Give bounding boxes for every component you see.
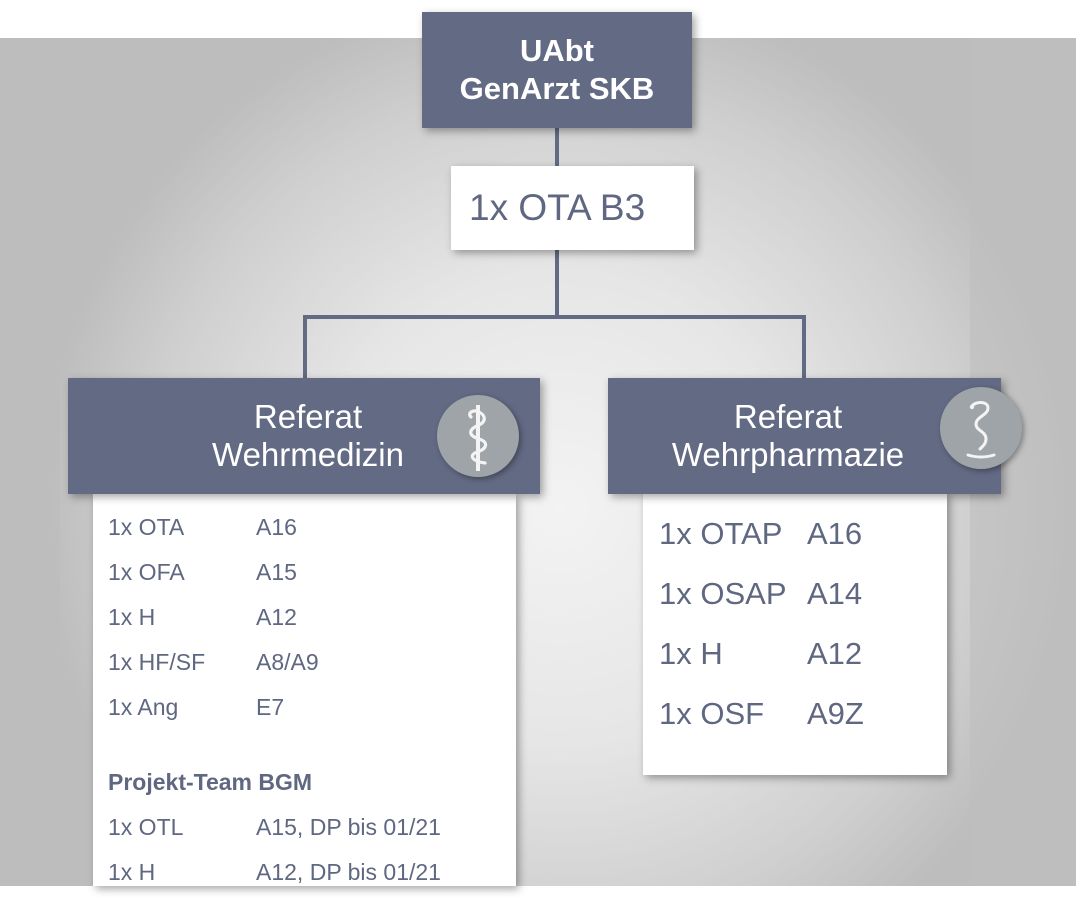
department-title-line2: Wehrpharmazie [671, 436, 905, 473]
connector-left-drop [303, 315, 307, 380]
row-grade: A8/A9 [256, 649, 319, 675]
row-grade: E7 [256, 694, 285, 720]
connector-staff-to-branch [555, 250, 559, 318]
department-header-wehrmedizin: Referat Wehrmedizin [68, 378, 540, 494]
list-row: 1x OSF A9Z [659, 696, 864, 732]
list-row: 1x OTA A16 [108, 514, 297, 541]
background-edge-left [0, 38, 60, 886]
org-head-line1: UAbt [519, 33, 595, 68]
row-grade: A12 [807, 636, 863, 671]
row-role: 1x OTA [108, 514, 185, 540]
connector-right-drop [802, 315, 806, 380]
row-role: 1x Ang [108, 694, 179, 720]
list-row: 1x H A12, DP bis 01/21 [108, 859, 441, 886]
department-title-line1: Referat [733, 398, 843, 435]
staff-box: 1x OTA B3 [451, 166, 694, 250]
staff-label: 1x OTA B3 [469, 187, 646, 228]
row-role: 1x HF/SF [108, 649, 206, 675]
org-head-line2: GenArzt SKB [459, 71, 655, 106]
connector-top-to-staff [555, 128, 559, 166]
department-title-line2: Wehrmedizin [212, 436, 404, 473]
row-grade: A15, DP bis 01/21 [256, 814, 441, 840]
list-row: 1x OFA A15 [108, 559, 297, 586]
list-row: 1x H A12 [108, 604, 297, 631]
department-title-line1: Referat [253, 398, 363, 435]
bowl-of-hygieia-icon [940, 387, 1022, 469]
row-grade: A12 [256, 604, 297, 630]
department-header-wehrpharmazie: Referat Wehrpharmazie [608, 378, 1022, 494]
row-role: 1x H [108, 604, 156, 630]
rod-of-asclepius-icon [437, 395, 519, 477]
list-row: 1x OSAP A14 [659, 576, 862, 612]
department-list-wehrpharmazie: 1x OTAP A16 1x OSAP A14 1x H A12 1x OSF … [643, 492, 947, 775]
row-grade: A14 [807, 576, 863, 611]
row-role: 1x H [108, 859, 156, 885]
row-grade: A16 [256, 514, 297, 540]
connector-branch-horizontal [303, 315, 806, 319]
row-role: 1x OTL [108, 814, 184, 840]
row-role: 1x OTAP [659, 516, 783, 551]
row-grade: A16 [807, 516, 863, 551]
org-head-box: UAbt GenArzt SKB [422, 12, 692, 128]
row-grade: A15 [256, 559, 297, 585]
section-title-projekt-team: Projekt-Team BGM [108, 769, 313, 795]
department-list-wehrmedizin: 1x OTA A16 1x OFA A15 1x H A12 1x HF/SF … [93, 494, 516, 886]
row-grade: A9Z [807, 696, 864, 731]
list-row: 1x OTL A15, DP bis 01/21 [108, 814, 441, 841]
row-role: 1x OSF [659, 696, 765, 731]
list-row: 1x H A12 [659, 636, 862, 672]
row-grade: A12, DP bis 01/21 [256, 859, 441, 885]
row-role: 1x OSAP [659, 576, 787, 611]
list-row: 1x Ang E7 [108, 694, 284, 721]
list-row: 1x OTAP A16 [659, 516, 862, 552]
list-row: 1x HF/SF A8/A9 [108, 649, 319, 676]
row-role: 1x OFA [108, 559, 185, 585]
row-role: 1x H [659, 636, 723, 671]
